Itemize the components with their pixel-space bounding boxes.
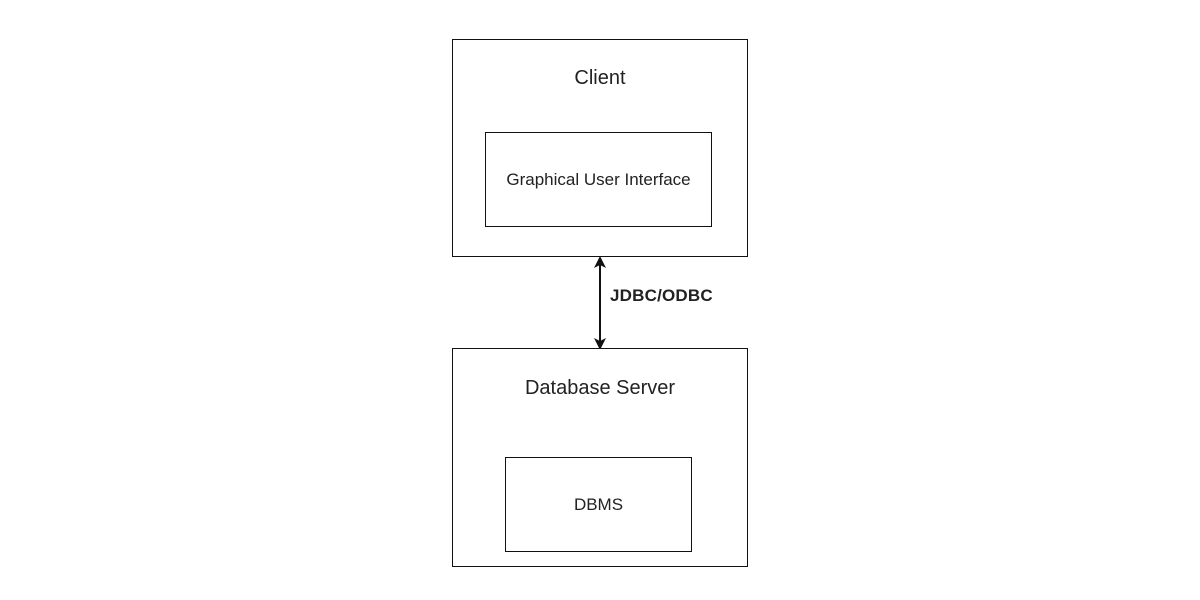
bidirectional-arrow: [594, 256, 606, 350]
arrow-head-up: [594, 256, 606, 268]
database-server-title: Database Server: [524, 377, 676, 399]
database-server-box: Database Server DBMS: [452, 348, 748, 567]
client-box: Client Graphical User Interface: [452, 39, 748, 257]
connection-label: JDBC/ODBC: [610, 286, 713, 305]
dbms-label: DBMS: [573, 494, 624, 514]
dbms-box: DBMS: [505, 457, 692, 552]
gui-label: Graphical User Interface: [506, 169, 691, 189]
arrow-head-down: [594, 338, 606, 350]
gui-box: Graphical User Interface: [485, 132, 712, 227]
client-title: Client: [574, 67, 626, 89]
